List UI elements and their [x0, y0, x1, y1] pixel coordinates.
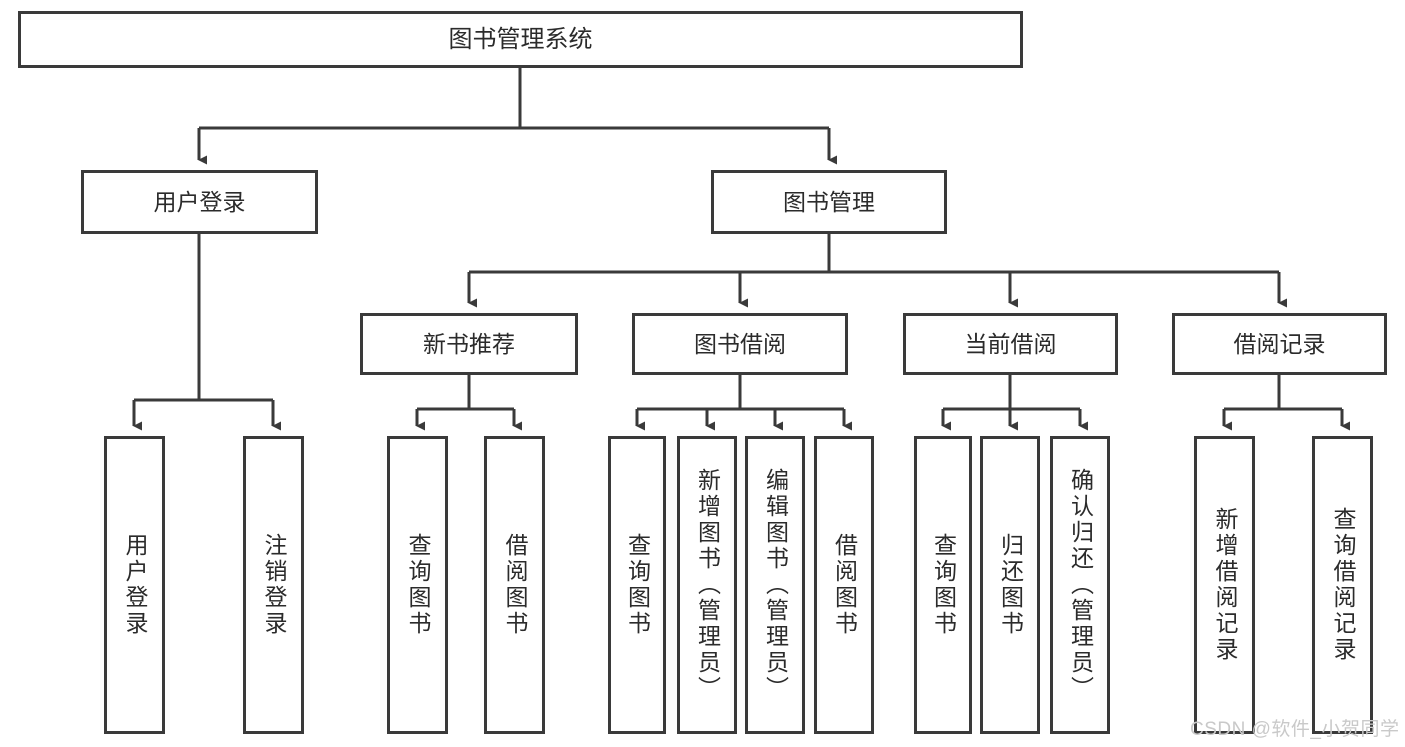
- node-new-book-recommend-label: 新书推荐: [423, 330, 515, 357]
- node-new-book-recommend[interactable]: 新书推荐: [360, 313, 578, 375]
- node-user-login[interactable]: 用户登录: [81, 170, 318, 234]
- node-leaf-query-book-1[interactable]: 查询图书: [387, 436, 448, 734]
- node-leaf-confirm-return-admin-label: 确认归还（管理员）: [1067, 468, 1094, 702]
- node-leaf-query-book-2[interactable]: 查询图书: [608, 436, 666, 734]
- node-leaf-confirm-return-admin[interactable]: 确认归还（管理员）: [1050, 436, 1110, 734]
- node-root-system-label: 图书管理系统: [448, 25, 593, 53]
- node-book-borrow[interactable]: 图书借阅: [632, 313, 848, 375]
- node-leaf-borrow-book-1-label: 借阅图书: [502, 533, 528, 637]
- node-leaf-edit-book-admin-label: 编辑图书（管理员）: [762, 468, 789, 702]
- node-leaf-query-borrow-record-label: 查询借阅记录: [1330, 507, 1356, 663]
- node-root-system[interactable]: 图书管理系统: [18, 11, 1023, 68]
- node-user-login-label: 用户登录: [153, 188, 246, 215]
- node-leaf-query-book-3-label: 查询图书: [930, 533, 957, 637]
- watermark-csdn: CSDN @软件_小贺同学: [1190, 719, 1400, 740]
- node-leaf-borrow-book-2-label: 借阅图书: [831, 533, 858, 637]
- node-leaf-query-borrow-record[interactable]: 查询借阅记录: [1312, 436, 1373, 734]
- node-leaf-query-book-3[interactable]: 查询图书: [914, 436, 972, 734]
- node-leaf-add-borrow-record[interactable]: 新增借阅记录: [1194, 436, 1255, 734]
- node-leaf-return-book-label: 归还图书: [997, 533, 1024, 637]
- node-book-management[interactable]: 图书管理: [711, 170, 947, 234]
- node-book-borrow-label: 图书借阅: [694, 330, 786, 357]
- node-book-management-label: 图书管理: [783, 188, 875, 215]
- node-leaf-add-book-admin-label: 新增图书（管理员）: [694, 468, 721, 702]
- node-leaf-logout-login[interactable]: 注销登录: [243, 436, 304, 734]
- node-leaf-user-login-label: 用户登录: [122, 533, 148, 637]
- node-leaf-logout-login-label: 注销登录: [261, 533, 287, 637]
- node-leaf-borrow-book-2[interactable]: 借阅图书: [814, 436, 874, 734]
- node-leaf-query-book-2-label: 查询图书: [624, 533, 651, 637]
- node-current-borrow-label: 当前借阅: [964, 330, 1057, 357]
- node-leaf-add-book-admin[interactable]: 新增图书（管理员）: [677, 436, 737, 734]
- node-leaf-query-book-1-label: 查询图书: [405, 533, 431, 637]
- node-leaf-user-login[interactable]: 用户登录: [104, 436, 165, 734]
- node-leaf-add-borrow-record-label: 新增借阅记录: [1212, 507, 1238, 663]
- node-borrow-record[interactable]: 借阅记录: [1172, 313, 1387, 375]
- node-leaf-borrow-book-1[interactable]: 借阅图书: [484, 436, 545, 734]
- node-current-borrow[interactable]: 当前借阅: [903, 313, 1118, 375]
- node-leaf-edit-book-admin[interactable]: 编辑图书（管理员）: [745, 436, 805, 734]
- node-leaf-return-book[interactable]: 归还图书: [980, 436, 1040, 734]
- node-borrow-record-label: 借阅记录: [1233, 330, 1326, 357]
